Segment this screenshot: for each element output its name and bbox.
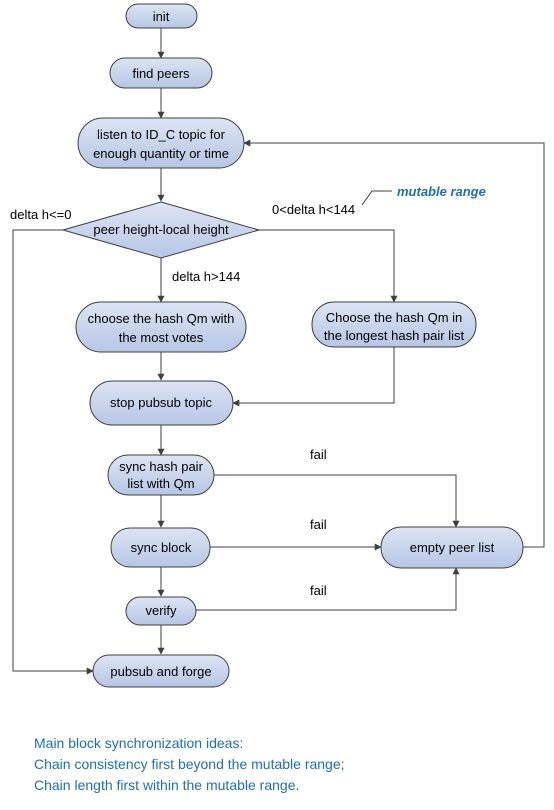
footer-note: Main block synchronization ideas: Chain … [34,733,544,796]
node-sync-hash [107,454,215,496]
node-empty-peer-list [380,526,524,569]
node-sync-hash-label-line1: sync hash pair [119,459,203,474]
edge-label-fail-sync-hash: fail [310,447,327,462]
edge-empty-peer-list-to-listen [243,139,545,548]
edges [12,28,545,675]
node-sync-block-label: sync block [131,540,192,555]
edge-labels: delta h<=0 0<delta h<144 delta h>144 fai… [10,184,486,598]
node-listen [77,117,245,169]
mutable-range-callout-line [361,190,392,206]
node-decision [61,201,261,259]
node-stop-pubsub [89,380,234,426]
footer-note-line1: Main block synchronization ideas: [34,735,244,751]
edge-verify-fail-to-empty-peer-list [196,567,460,611]
node-init [125,3,198,29]
node-empty-peer-list-label: empty peer list [410,540,495,555]
node-listen-label-line1: listen to ID_C topic for [97,127,226,142]
node-decision-label: peer height-local height [93,222,229,237]
edge-label-delta-range: 0<delta h<144 [272,202,355,217]
node-sync-hash-label-line2: list with Qm [127,476,194,491]
flowchart-diagram: init find peers listen to ID_C topic for… [10,3,545,688]
edge-label-fail-verify: fail [310,583,327,598]
footer-note-line2: Chain consistency first beyond the mutab… [34,756,345,772]
node-labels: init find peers listen to ID_C topic for… [88,9,495,679]
node-pubsub-forge-label: pubsub and forge [110,664,211,679]
node-choose-votes-label-line2: the most votes [119,330,204,345]
edge-label-delta-le-0: delta h<=0 [10,207,71,222]
node-verify [125,596,197,626]
node-verify-label: verify [145,603,177,618]
node-choose-longest [311,301,477,348]
node-pubsub-forge [92,654,230,688]
node-find-peers [109,57,213,89]
edge-decision-to-choose-longest [259,229,398,303]
node-init-label: init [153,9,170,24]
node-find-peers-label: find peers [132,66,190,81]
edge-label-fail-sync-block: fail [310,517,327,532]
edge-sync-hash-fail-to-empty-peer-list [214,474,460,528]
node-sync-block [110,527,211,568]
footer-note-line3: Chain length first within the mutable ra… [34,777,300,793]
node-choose-longest-label-line1: Choose the hash Qm in [326,310,463,325]
edge-label-delta-gt-144: delta h>144 [172,269,240,284]
node-stop-pubsub-label: stop pubsub topic [110,395,212,410]
nodes [61,3,524,688]
mutable-range-annotation: mutable range [397,184,486,199]
edge-decision-to-pubsub-forge [12,229,94,675]
node-choose-longest-label-line2: the longest hash pair list [324,328,465,343]
edge-choose-longest-to-stop-pubsub [232,347,395,407]
node-choose-votes [75,301,247,353]
node-choose-votes-label-line1: choose the hash Qm with [88,311,235,326]
node-listen-label-line2: enough quantity or time [93,146,229,161]
